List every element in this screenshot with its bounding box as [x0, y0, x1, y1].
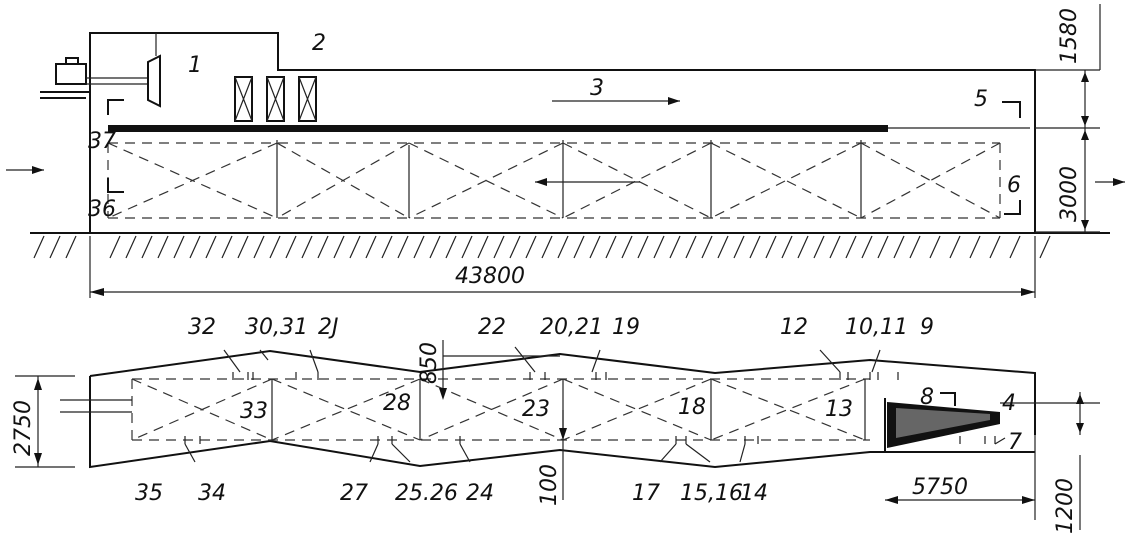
fan-motor: [40, 33, 161, 108]
tail-length-dimension: [885, 392, 1084, 530]
plan-width-dimension: [15, 375, 75, 468]
dim-total-length: 43800: [455, 264, 525, 289]
flow-arrows: [6, 97, 1125, 186]
label-18: 18: [678, 395, 706, 420]
plan-chamber: [131, 378, 870, 441]
plan-bottom-wall: [89, 376, 1035, 469]
plan-view: [15, 340, 1100, 530]
callout-labels: 1 2 3 4 5 6 7 8 9 10,11 12 13 14 15,16 1…: [88, 31, 1022, 506]
label-28: 28: [383, 391, 411, 416]
length-dimension: [89, 236, 1036, 298]
label-33: 33: [240, 399, 268, 424]
label-3: 3: [590, 76, 604, 101]
label-37: 37: [88, 129, 116, 154]
label-34: 34: [198, 481, 226, 506]
dim-step-850: 850: [417, 342, 442, 384]
label-23: 23: [522, 397, 550, 422]
tail-wedge-shade: [896, 408, 990, 438]
label-22: 22: [478, 315, 506, 340]
label-13: 13: [825, 397, 853, 422]
label-30-31: 30,31: [245, 315, 308, 340]
dim-tail-offset: 1200: [1053, 478, 1078, 534]
label-25-26: 25.26: [395, 481, 458, 506]
dim-tail-length: 5750: [912, 475, 968, 500]
label-14: 14: [740, 481, 768, 506]
step-dimension: [439, 340, 567, 500]
label-1: 1: [188, 53, 202, 78]
leader-lines: [184, 346, 1006, 463]
label-20-21: 20,21: [540, 315, 603, 340]
label-17: 17: [632, 481, 660, 506]
ground-hatching: [33, 235, 1051, 259]
label-4: 4: [1002, 391, 1016, 416]
label-12: 12: [780, 315, 808, 340]
label-8: 8: [920, 385, 934, 410]
label-29: 2J: [318, 315, 339, 340]
section-37-marker: [107, 99, 124, 115]
section-8-marker: [940, 392, 956, 406]
section-6-marker: [1004, 200, 1021, 215]
fan-blower: [147, 54, 161, 108]
label-6: 6: [1007, 173, 1021, 198]
elevation-view: [6, 4, 1125, 298]
dimension-labels: 1580 3000 43800 2750 850 100 5750 1200: [11, 8, 1082, 534]
label-2: 2: [312, 31, 326, 56]
label-9: 9: [920, 315, 934, 340]
dim-lower-height: 3000: [1057, 166, 1082, 222]
lower-chamber: [107, 140, 1001, 219]
label-15-16: 15,16: [680, 481, 743, 506]
label-32: 32: [188, 315, 216, 340]
plan-nozzles: [60, 372, 1100, 444]
label-19: 19: [612, 315, 640, 340]
plan-top-wall: [89, 349, 1036, 435]
label-36: 36: [88, 197, 116, 222]
section-36-marker: [107, 178, 124, 193]
heater-units: [234, 76, 317, 122]
label-35: 35: [135, 481, 163, 506]
label-7: 7: [1008, 430, 1022, 455]
label-5: 5: [974, 87, 988, 112]
label-10-11: 10,11: [845, 315, 908, 340]
label-24: 24: [466, 481, 494, 506]
section-5-marker: [1002, 101, 1021, 118]
dim-step-100: 100: [537, 464, 562, 506]
label-27: 27: [340, 481, 368, 506]
dim-plan-width: 2750: [11, 400, 36, 456]
height-dimensions: [1035, 4, 1101, 233]
conveyor-belt: [108, 125, 888, 132]
elevation-outline: [89, 32, 1036, 232]
dim-upper-height: 1580: [1057, 8, 1082, 64]
